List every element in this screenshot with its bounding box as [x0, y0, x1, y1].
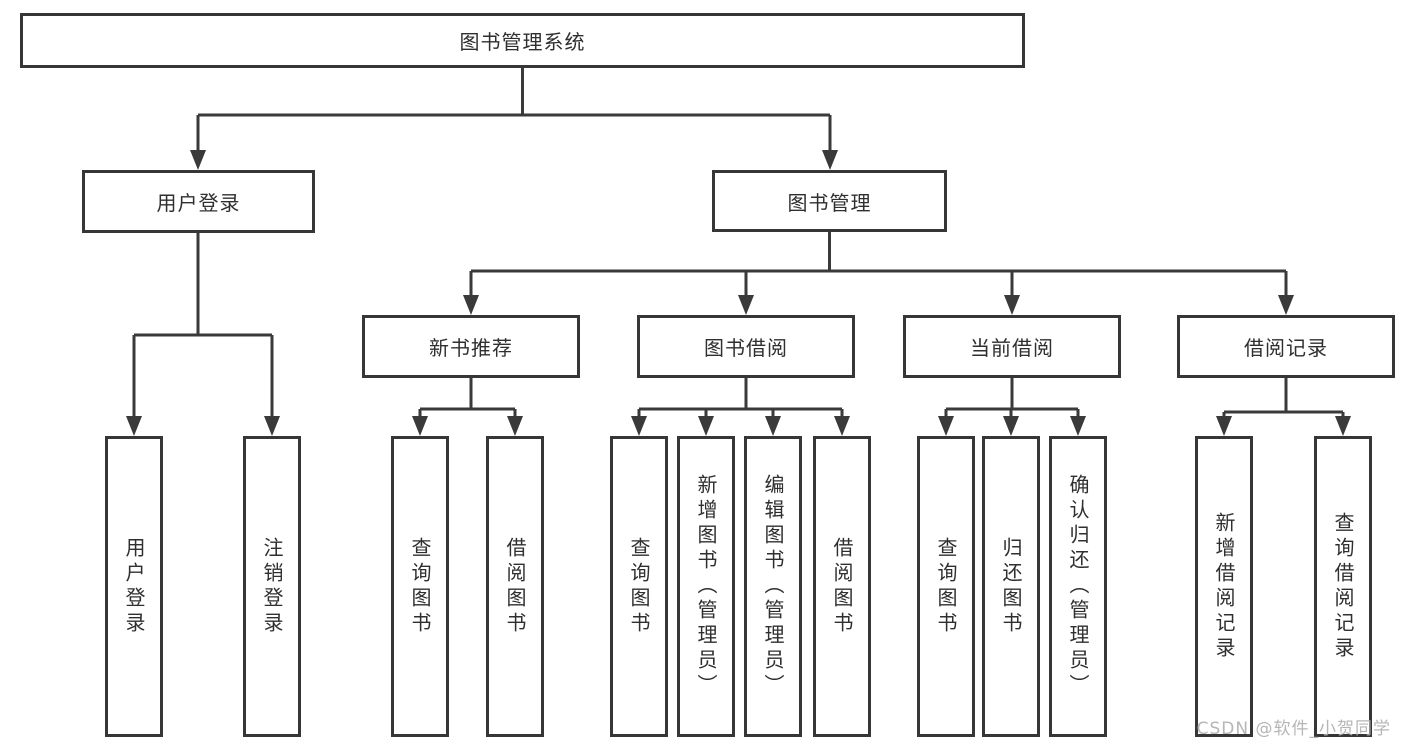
- arrowhead-icon: [507, 416, 523, 436]
- node-label: 借阅图书: [830, 536, 854, 637]
- arrowhead-icon: [126, 416, 142, 436]
- node-label: 图书管理系统: [459, 30, 586, 54]
- csdn-watermark: CSDN @软件_小贺同学: [1196, 719, 1391, 739]
- leaf-logout: 注销登录: [243, 436, 301, 737]
- node-label: 新增图书（管理员）: [694, 474, 718, 699]
- arrowhead-icon: [1278, 295, 1294, 315]
- arrowhead-icon: [1335, 416, 1351, 436]
- node-book-borrowing: 图书借阅: [637, 315, 855, 378]
- arrowhead-icon: [834, 416, 850, 436]
- node-label: 借阅记录: [1244, 336, 1328, 360]
- connector-current-to-leaves: [944, 378, 1080, 421]
- connector-records-to-leaves: [1222, 378, 1345, 421]
- arrowhead-icon: [631, 416, 647, 436]
- node-label: 图书管理: [787, 190, 872, 215]
- node-label: 查询图书: [408, 536, 432, 637]
- node-new-book-recommend: 新书推荐: [362, 315, 580, 378]
- arrowhead-icon: [412, 416, 428, 436]
- arrowhead-icon: [1070, 416, 1086, 436]
- node-label: 用户登录: [122, 536, 146, 637]
- node-label: 查询图书: [627, 536, 651, 637]
- leaf-records-add-record: 新增借阅记录: [1195, 436, 1253, 737]
- leaf-recommend-borrow-books: 借阅图书: [486, 436, 544, 737]
- arrowhead-icon: [938, 416, 954, 436]
- leaf-borrowing-edit-books: 编辑图书（管理员）: [744, 436, 802, 737]
- leaf-borrowing-borrow-books: 借阅图书: [813, 436, 871, 737]
- arrowhead-icon: [765, 416, 781, 436]
- node-label: 新增借阅记录: [1212, 511, 1236, 662]
- connector-borrowing-to-leaves: [637, 378, 844, 421]
- connector-userlogin-to-leaves: [132, 233, 274, 421]
- connector-root-to-level2: [196, 68, 832, 153]
- arrowhead-icon: [463, 295, 479, 315]
- connector-bookmgmt-to-level3: [469, 232, 1288, 299]
- node-label: 注销登录: [260, 536, 284, 637]
- leaf-current-confirm-return: 确认归还（管理员）: [1049, 436, 1107, 737]
- node-book-management: 图书管理: [712, 170, 947, 232]
- connector-recommend-to-leaves: [418, 378, 517, 421]
- arrowhead-icon: [822, 150, 838, 170]
- node-label: 编辑图书（管理员）: [761, 474, 785, 699]
- leaf-recommend-query-books: 查询图书: [391, 436, 449, 737]
- leaf-records-query-record: 查询借阅记录: [1314, 436, 1372, 737]
- node-label: 当前借阅: [970, 336, 1054, 360]
- leaf-user-login: 用户登录: [105, 436, 163, 737]
- node-borrowing-records: 借阅记录: [1177, 315, 1395, 378]
- leaf-borrowing-query-books: 查询图书: [610, 436, 668, 737]
- node-label: 新书推荐: [429, 336, 513, 360]
- arrowhead-icon: [264, 416, 280, 436]
- leaf-borrowing-add-books: 新增图书（管理员）: [677, 436, 735, 737]
- node-current-borrowing: 当前借阅: [903, 315, 1121, 378]
- node-label: 借阅图书: [503, 536, 527, 637]
- node-root-system: 图书管理系统: [20, 13, 1025, 68]
- node-user-login: 用户登录: [82, 170, 315, 233]
- leaf-current-return-books: 归还图书: [982, 436, 1040, 737]
- arrowhead-icon: [738, 295, 754, 315]
- node-label: 归还图书: [999, 536, 1023, 637]
- arrowhead-icon: [1004, 295, 1020, 315]
- arrowhead-icon: [190, 150, 206, 170]
- leaf-current-query-books: 查询图书: [917, 436, 975, 737]
- arrowhead-icon: [1216, 416, 1232, 436]
- arrowhead-icon: [1003, 416, 1019, 436]
- node-label: 查询图书: [934, 536, 958, 637]
- node-label: 确认归还（管理员）: [1066, 474, 1090, 699]
- node-label: 用户登录: [156, 191, 241, 215]
- arrowhead-icon: [698, 416, 714, 436]
- node-label: 查询借阅记录: [1331, 511, 1355, 662]
- node-label: 图书借阅: [704, 336, 788, 360]
